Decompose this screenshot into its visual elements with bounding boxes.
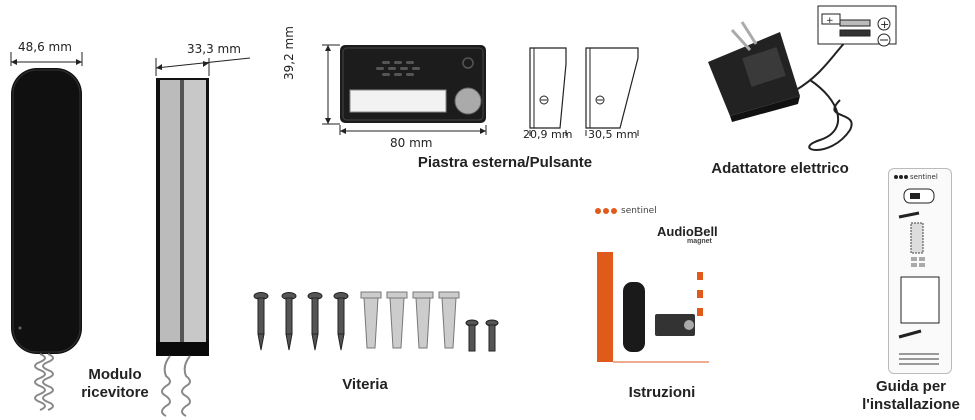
handset-caption-line1: Modulo xyxy=(88,366,142,383)
guide-brand-logo: sentinel xyxy=(894,173,938,181)
bracket-narrow-dimension: 20,9 mm xyxy=(523,128,573,141)
bracket-wide-dimension: 30,5 mm xyxy=(588,128,638,141)
handset-caption-line2: ricevitore xyxy=(81,384,149,401)
handset-caption: Modulo ricevitore xyxy=(70,366,160,402)
screw xyxy=(307,292,323,351)
screws-illustration xyxy=(253,291,499,352)
bracket-narrow-illustration xyxy=(529,47,567,136)
manual-title: AudioBell xyxy=(657,224,718,239)
wall-plug xyxy=(360,291,382,349)
screw xyxy=(333,292,349,351)
screw xyxy=(253,292,269,351)
manual-subtitle: magnet xyxy=(687,238,712,245)
adapter-caption: Adattatore elettrico xyxy=(711,160,849,177)
svg-text:+: + xyxy=(826,16,834,26)
wall-plug xyxy=(412,291,434,349)
power-adapter-illustration: + + xyxy=(708,5,897,151)
plate-height-dimension: 39,2 mm xyxy=(282,26,296,80)
installation-guide-card: sentinel xyxy=(888,168,952,374)
manual-caption: Istruzioni xyxy=(628,384,696,401)
guide-caption-line1: Guida per xyxy=(875,378,946,395)
short-screw xyxy=(465,319,479,352)
door-plate-illustration xyxy=(322,44,487,135)
guide-caption: Guida per l'installazione xyxy=(850,378,972,414)
manual-cover-art xyxy=(597,252,709,363)
bracket-wide-illustration xyxy=(585,47,639,136)
plate-caption: Piastra esterna/Pulsante xyxy=(417,154,593,171)
guide-illustrations xyxy=(898,188,940,365)
manual-brand-logo: sentinel xyxy=(595,206,657,216)
plate-width-dimension: 80 mm xyxy=(390,136,433,150)
wall-plug xyxy=(386,291,408,349)
svg-text:+: + xyxy=(880,18,889,31)
short-screw xyxy=(485,319,499,352)
manual-brand-text: sentinel xyxy=(621,206,657,216)
screws-caption: Viteria xyxy=(342,376,388,393)
instruction-manual: sentinel AudioBell magnet xyxy=(593,202,718,372)
handset-front-illustration xyxy=(10,52,83,411)
guide-caption-line2: l'installazione xyxy=(862,396,960,413)
handset-side-illustration xyxy=(155,57,251,417)
screw xyxy=(281,292,297,351)
guide-brand-text: sentinel xyxy=(910,173,938,181)
handset-width-dimension: 48,6 mm xyxy=(18,40,72,54)
handset-depth-dimension: 33,3 mm xyxy=(187,42,241,56)
wall-plug xyxy=(438,291,460,349)
